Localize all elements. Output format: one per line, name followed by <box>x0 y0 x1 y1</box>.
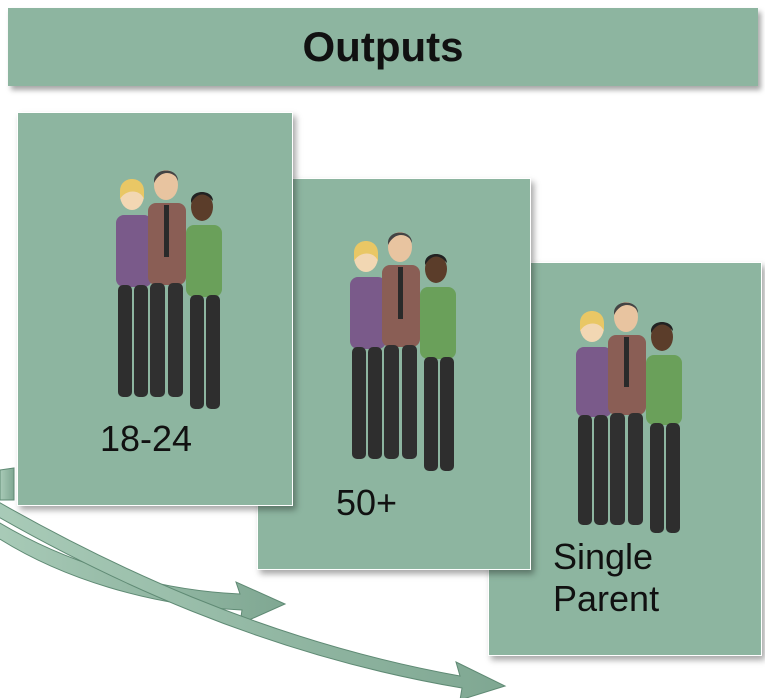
people-group-icon <box>350 232 456 471</box>
card-label-line2: Parent <box>553 578 660 619</box>
card-single-parent: Single Parent <box>488 262 762 656</box>
curved-arrow-icon <box>0 502 507 698</box>
title-bar: Outputs <box>8 8 758 86</box>
people-group-icon <box>576 302 682 533</box>
page-title: Outputs <box>302 23 464 70</box>
people-group-icon <box>116 170 222 409</box>
card-label: 50+ <box>336 482 398 523</box>
card-label-line1: Single <box>553 536 654 577</box>
card-50-plus: 50+ <box>257 178 531 570</box>
card-18-24: 18-24 <box>17 112 293 506</box>
curved-arrow-icon <box>0 522 287 625</box>
card-label: 18-24 <box>100 418 193 459</box>
curved-arrow-icon <box>0 467 15 501</box>
